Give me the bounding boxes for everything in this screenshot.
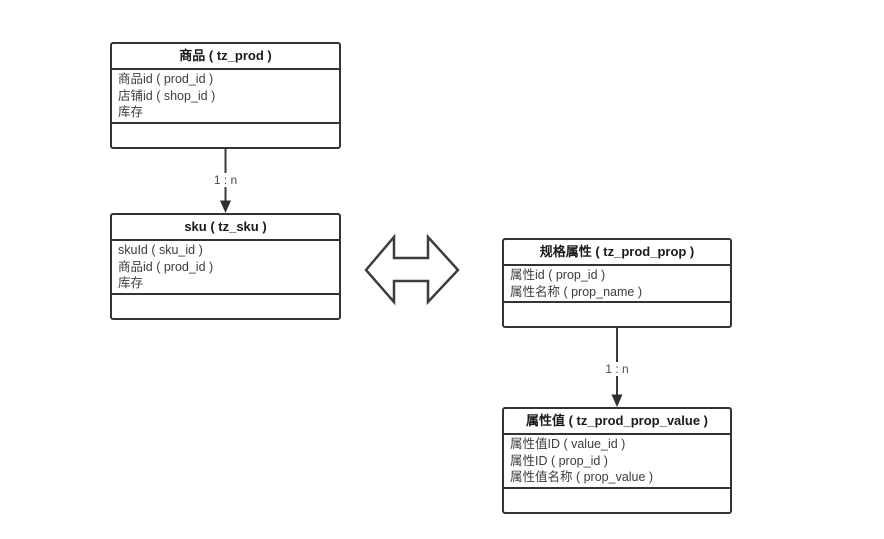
entity-field: 商品id ( prod_id ) bbox=[118, 72, 214, 86]
down-arrowhead-icon bbox=[220, 200, 231, 213]
cardinality-label: 1 : n bbox=[602, 362, 632, 376]
entity-field: 属性值ID ( value_id ) bbox=[510, 437, 626, 451]
double-headed-arrow-icon[interactable] bbox=[364, 233, 460, 306]
entity-footer bbox=[112, 124, 339, 147]
entity-title: 属性值 ( tz_prod_prop_value ) bbox=[504, 409, 730, 435]
entity-table-prod-prop[interactable]: 规格属性 ( tz_prod_prop ) 属性id ( prop_id ) 属… bbox=[502, 238, 732, 328]
entity-fields: 属性id ( prop_id ) 属性名称 ( prop_name ) bbox=[504, 266, 730, 303]
entity-footer bbox=[504, 489, 730, 512]
entity-field: 库存 bbox=[118, 105, 144, 119]
entity-field: 属性ID ( prop_id ) bbox=[510, 453, 608, 468]
down-arrowhead-icon bbox=[611, 394, 623, 407]
entity-title: 商品 ( tz_prod ) bbox=[112, 44, 339, 70]
entity-field: 库存 bbox=[118, 276, 144, 290]
entity-fields: 属性值ID ( value_id ) 属性ID ( prop_id ) 属性值名… bbox=[504, 435, 730, 489]
entity-title: sku ( tz_sku ) bbox=[112, 215, 339, 241]
entity-field: skuId ( sku_id ) bbox=[118, 243, 203, 257]
entity-field: 属性id ( prop_id ) bbox=[510, 268, 606, 282]
entity-footer bbox=[504, 303, 730, 326]
entity-title: 规格属性 ( tz_prod_prop ) bbox=[504, 240, 730, 266]
entity-fields: 商品id ( prod_id ) 店铺id ( shop_id ) 库存 bbox=[112, 70, 339, 124]
entity-footer bbox=[112, 295, 339, 318]
entity-fields: skuId ( sku_id ) 商品id ( prod_id ) 库存 bbox=[112, 241, 339, 295]
cardinality-label: 1 : n bbox=[210, 173, 241, 187]
entity-field: 属性值名称 ( prop_value ) bbox=[510, 470, 654, 484]
entity-field: 商品id ( prod_id ) bbox=[118, 259, 214, 274]
entity-table-prod-prop-value[interactable]: 属性值 ( tz_prod_prop_value ) 属性值ID ( value… bbox=[502, 407, 732, 514]
entity-table-sku[interactable]: sku ( tz_sku ) skuId ( sku_id ) 商品id ( p… bbox=[110, 213, 341, 320]
entity-field: 店铺id ( shop_id ) bbox=[118, 88, 216, 103]
entity-field: 属性名称 ( prop_name ) bbox=[510, 284, 642, 299]
entity-table-prod[interactable]: 商品 ( tz_prod ) 商品id ( prod_id ) 店铺id ( s… bbox=[110, 42, 341, 149]
